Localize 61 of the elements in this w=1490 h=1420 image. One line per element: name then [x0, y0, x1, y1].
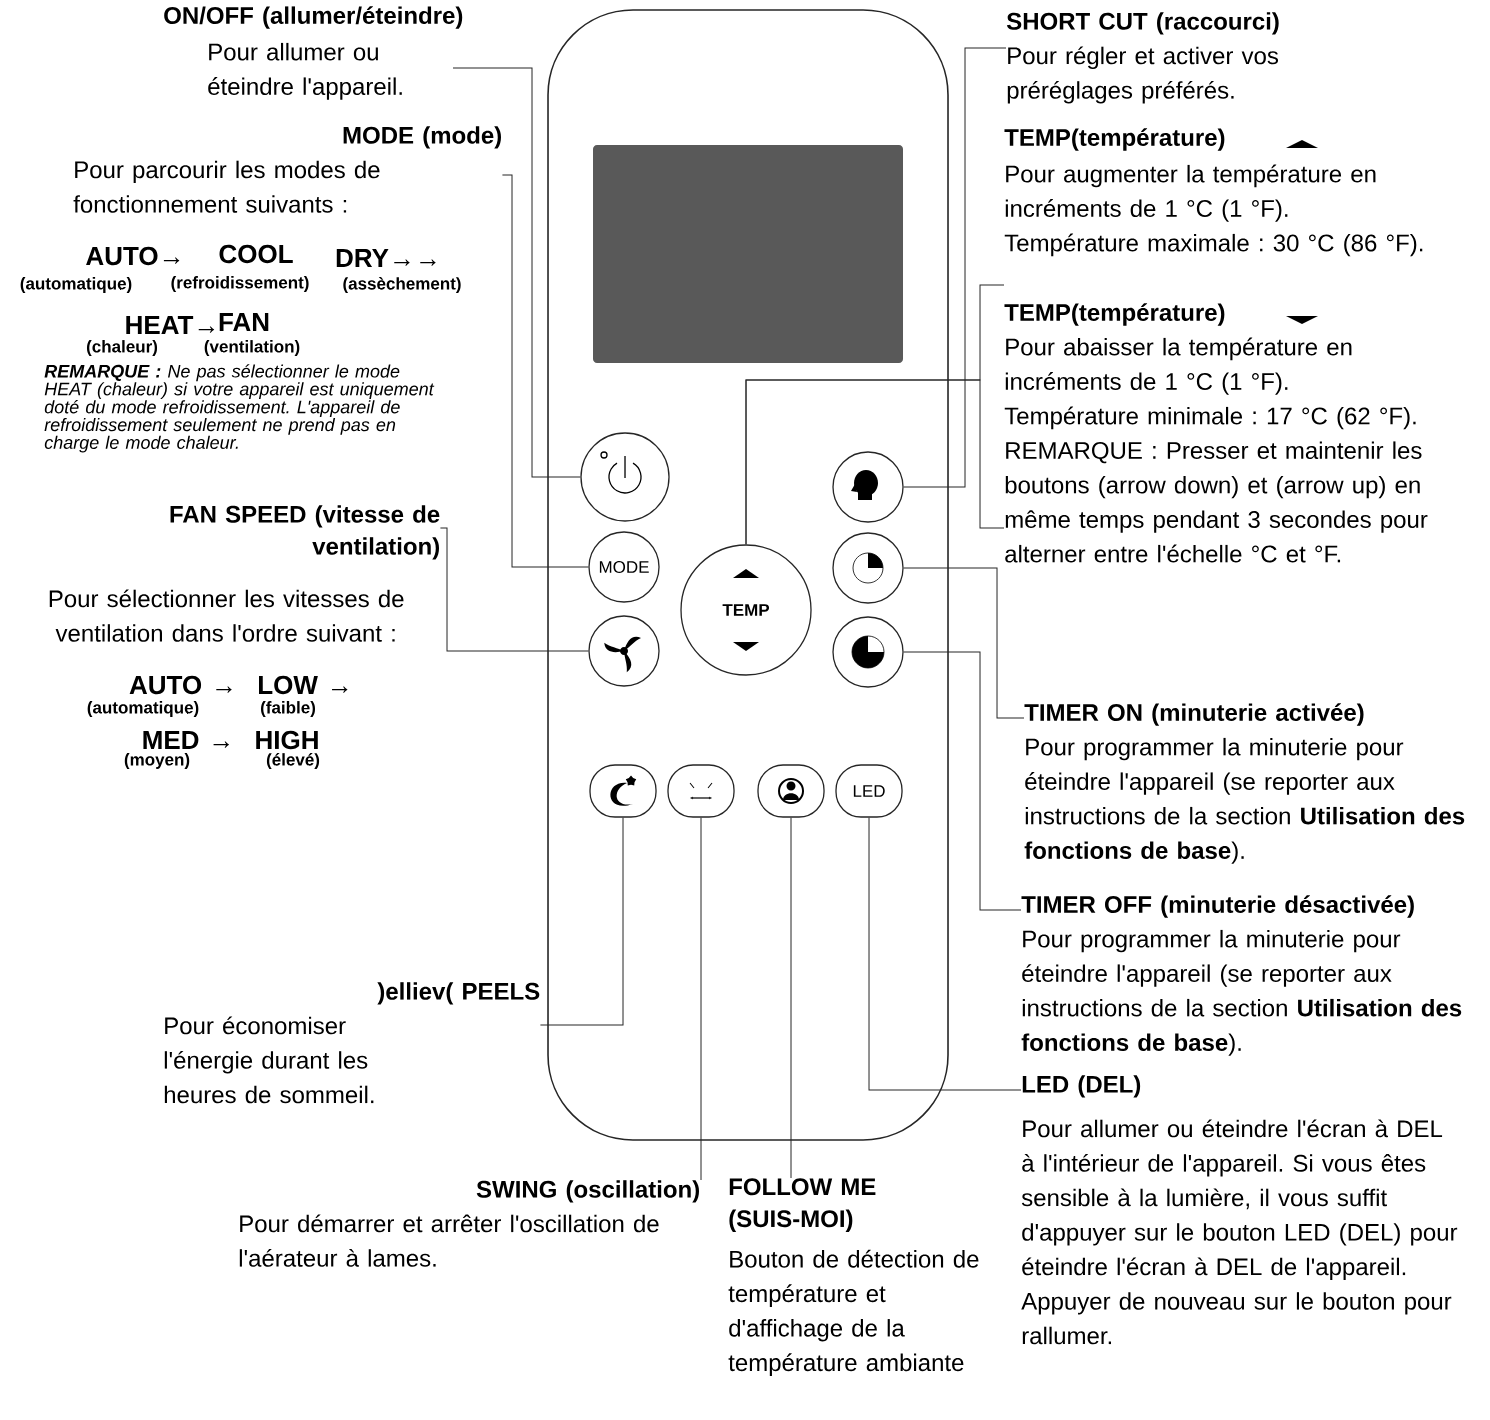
- leader-line: [868, 817, 1022, 1091]
- callout-text: Pour allumer ou éteindre l'appareil.: [208, 42, 402, 100]
- fan-speed-translation: (élevé): [266, 753, 320, 769]
- callout-text: Pour programmer la minuterie pour éteindre l'appareil (se reporter aux instructions de la section Utilisation des fonctions de base).: [1021, 929, 1462, 1056]
- callout-text: Pour sélectionner les vitesses de ventilation dans l'ordre suivant :: [49, 589, 404, 642]
- mode-translation: (chaleur): [86, 340, 158, 356]
- callout-heading: FAN SPEED (vitesse de ventilation): [170, 505, 440, 560]
- mode-name: FAN: [219, 313, 269, 331]
- mode-name: AUTO→: [86, 246, 180, 266]
- leader-line: [439, 527, 589, 652]
- leader-line: [903, 47, 1007, 488]
- callout-heading: TEMP(température): [1004, 303, 1225, 326]
- callout-text: Pour économiser l'énergie durant les heures de sommeil.: [164, 1016, 374, 1104]
- callout-text: Pour parcourir les modes de fonctionnement suivants :: [73, 160, 380, 213]
- leader-line: [903, 651, 1022, 911]
- callout-heading: MODE (mode): [343, 126, 501, 149]
- callout-text: Bouton de détection de température et d'affichage de la température ambiante: [728, 1249, 979, 1376]
- callout-heading: SHORT CUT (raccourci): [1006, 12, 1279, 35]
- mode-button: MODE: [588, 531, 660, 603]
- callout-text: Pour augmenter la température en incréments de 1 °C (1 °F).: [1005, 164, 1376, 222]
- mode-name: DRY→→: [336, 249, 436, 267]
- callout-text: Pour allumer ou éteindre l'écran à DEL à l'intérieur de l'appareil. Si vous êtes sensible à la lumière, il vous suffit d'appuyer sur le bouton LED (DEL) pour éteindre l'écran à DEL de l'appareil. Appuyer de nouveau sur le bouton pour rallumer.: [1021, 1119, 1458, 1345]
- fan-speed-translation: (faible): [261, 701, 316, 717]
- leader-line: [501, 174, 589, 568]
- mode-translation: (automatique): [20, 277, 132, 293]
- callout-heading: TIMER ON (minuterie activée): [1024, 703, 1364, 726]
- leader-line: [790, 817, 792, 1179]
- callout-text: Pour abaisser la température en incréments de 1 °C (1 °F).: [1005, 337, 1352, 395]
- callout-heading: LED (DEL): [1022, 1075, 1141, 1098]
- fan-speed-translation: (moyen): [124, 753, 190, 769]
- mode-name: COOL: [219, 244, 293, 264]
- note-text: REMARQUE : Ne pas sélectionner le mode HEAT (chaleur) si votre appareil est uniquement doté du mode refroidissement. L'appareil de refroidissement seulement ne prend pas en charge le mode chaleur.: [44, 364, 435, 453]
- fan-speed-name: LOW →: [259, 675, 348, 695]
- callout-text: Pour démarrer et arrêter l'oscillation de l'aérateur à lames.: [239, 1214, 659, 1267]
- callout-heading: TIMER OFF (minuterie désactivée): [1021, 895, 1414, 918]
- mode-translation: (refroidissement): [171, 276, 309, 292]
- callout-heading: ON/OFF (allumer/éteindre): [164, 6, 463, 29]
- callout-text: Température minimale : 17 °C (62 °F).: [1004, 406, 1416, 430]
- leader-line: [539, 817, 624, 1026]
- leader-line: [745, 379, 1005, 545]
- leader-line: [903, 567, 1025, 719]
- callout-text: Pour régler et activer vos préréglages préférés.: [1007, 46, 1279, 104]
- callout-heading: FOLLOW ME (SUIS-MOI): [729, 1178, 876, 1232]
- mode-translation: (assèchement): [343, 277, 461, 293]
- temp-button: TEMP: [680, 544, 812, 676]
- leader-line: [700, 817, 702, 1181]
- leader-line: [452, 67, 581, 478]
- callout-heading: SWING (oscillation): [476, 1180, 699, 1203]
- callout-text: Température maximale : 30 °C (86 °F).: [1004, 233, 1423, 257]
- callout-text: Pour programmer la minuterie pour éteindre l'appareil (se reporter aux instructions de la section Utilisation des fonctions de base).: [1024, 737, 1465, 864]
- fan-speed-name: AUTO →: [129, 675, 232, 695]
- callout-heading: )elliev( PEELS: [377, 982, 540, 1005]
- mode-name: HEAT→: [126, 316, 215, 334]
- remote-body: [547, 9, 949, 1141]
- mode-translation: (ventilation): [204, 340, 300, 356]
- fan-speed-name: HIGH: [256, 730, 318, 750]
- fan-speed-translation: (automatique): [87, 701, 199, 717]
- led-button: LED: [835, 764, 903, 818]
- callout-text: REMARQUE : Presser et maintenir les boutons (arrow down) et (arrow up) en même temps pendant 3 secondes pour alterner entre l'échelle °C et °F.: [1005, 441, 1428, 563]
- callout-heading: TEMP(température): [1004, 128, 1225, 151]
- fan-speed-name: MED →: [143, 731, 229, 749]
